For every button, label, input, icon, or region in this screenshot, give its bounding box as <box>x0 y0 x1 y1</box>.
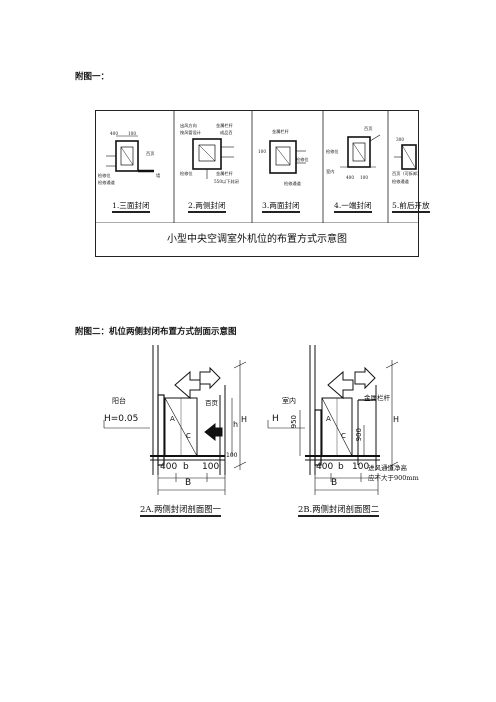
2a-caption: 2A.两侧封闭剖面图一 <box>140 503 222 517</box>
2a-louver-label: 百页 <box>205 399 218 407</box>
panel1-drawing <box>106 135 154 173</box>
2b-unit-c: C <box>341 432 346 440</box>
2b-note1: 进风通道净高 <box>368 464 407 472</box>
figure2-heading: 附图二：机位两侧封闭布置方式剖面示意图 <box>75 327 237 337</box>
panel4-note-indoor: 室内 <box>326 169 335 174</box>
figure1-frame: 400 100 百页 墙 检修位 检修通道 出风方向 金属栏杆 按风管设计 成品… <box>95 110 430 257</box>
panel4-note-louver: 百页 <box>364 126 373 131</box>
panel4-note-400: 400 <box>346 175 354 180</box>
2a-dim-400: 400 <box>160 462 178 472</box>
panel1-note-service: 检修位 <box>98 173 111 178</box>
panel1-note-passage: 检修通道 <box>98 180 115 185</box>
2a-unit-a: A <box>170 415 175 423</box>
2a-unit-c: C <box>186 432 191 440</box>
2a-dim-side: 100 <box>226 452 238 459</box>
section-2a <box>103 345 247 495</box>
2a-dim-100: 100 <box>202 462 220 472</box>
figure1-heading: 附图一： <box>75 72 110 82</box>
panel1-note-louver: 百页 <box>146 151 155 156</box>
2a-dim-h: h <box>233 420 239 429</box>
2b-dim-b: b <box>338 462 344 472</box>
section-2b <box>267 345 399 495</box>
panel2-note-rail: 金属栏杆 <box>216 123 233 128</box>
2b-dim-900: 900 <box>355 428 363 442</box>
panel5-note-louver: 百页（可拆卸） <box>392 171 422 176</box>
panel3-note-service: 检修位 <box>296 157 309 162</box>
panel5-note-passage: 检修通道 <box>392 179 409 184</box>
panel5-drawing <box>394 144 417 170</box>
2b-dim-H: H <box>393 415 400 424</box>
panel2-note-duct: 按风管设计 <box>180 130 201 135</box>
panel4-note-100: 100 <box>360 175 368 180</box>
panel4-drawing <box>340 134 381 168</box>
panel3-note-passage: 检修通道 <box>284 181 301 186</box>
2a-dim-b: b <box>183 462 189 472</box>
panel2-note-rail2: 金属栏杆 <box>216 171 233 176</box>
panel4-label: 4.一端封闭 <box>334 200 372 213</box>
panel5-label: 5.前后开放 <box>392 200 430 213</box>
2b-rail-label: 金属栏杆 <box>364 394 390 402</box>
2a-dim-H: H <box>241 415 248 424</box>
panel3-note-100: 100 <box>258 149 266 154</box>
2a-level-label: H=0.05 <box>104 414 139 424</box>
2b-level-label: H <box>272 414 279 424</box>
panel1-note-wall: 墙 <box>156 173 161 178</box>
2b-dim-400: 400 <box>316 462 334 472</box>
2b-room-label: 室内 <box>282 397 296 405</box>
2b-dim-100: 100 <box>352 462 370 472</box>
2b-note2: 应不大于900mm <box>368 474 419 482</box>
2b-unit-a: A <box>326 415 331 423</box>
panel1-label: 1.三面封闭 <box>112 200 150 213</box>
panel2-drawing <box>192 138 234 179</box>
2b-dim-total: B <box>331 478 338 488</box>
panel1-note-400: 400 <box>110 131 118 136</box>
panel2-note-direction: 出风方向 <box>180 123 197 128</box>
panel3-note-rail: 金属栏杆 <box>272 129 289 134</box>
2b-caption: 2B.两侧封闭剖面图二 <box>298 503 380 517</box>
figure1-diagrams <box>96 111 418 223</box>
2a-dim-total: B <box>185 478 192 488</box>
panel3-label: 3.两面封闭 <box>262 200 300 213</box>
2b-dim-950: 950 <box>290 415 298 429</box>
panel5-note-300: 300 <box>396 137 404 142</box>
panel2-label: 2.两侧封闭 <box>188 200 226 213</box>
panel2-note-550: 550以下封闭 <box>214 179 239 184</box>
panel1-note-100: 100 <box>128 131 136 136</box>
panel2-note-louver: 成品百 <box>220 130 233 135</box>
panel4-note-service: 检修位 <box>326 149 339 154</box>
panel2-note-service: 检修位 <box>180 171 193 176</box>
panel3-drawing <box>269 140 306 174</box>
figure1-caption: 小型中央空调室外机位的布置方式示意图 <box>167 234 347 245</box>
2a-room-label: 阳台 <box>112 397 126 405</box>
